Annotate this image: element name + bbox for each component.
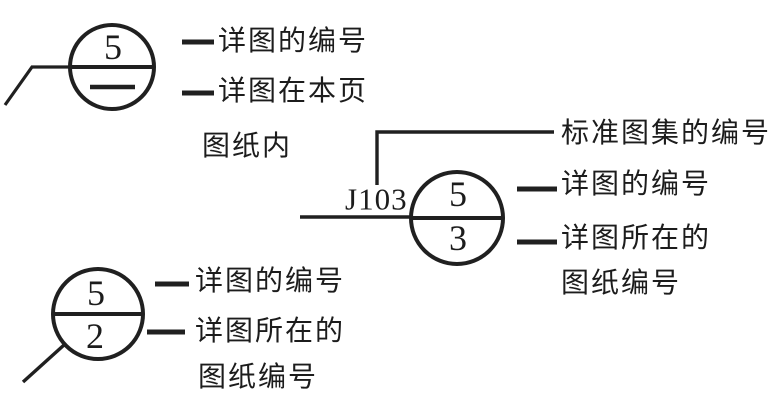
atlas-code-label: 标准图集的编号 xyxy=(561,118,772,149)
same-sheet-location-label-line2: 图纸内 xyxy=(202,131,293,162)
other-sheet-sheet-label-line1: 详图所在的 xyxy=(195,316,346,347)
standard-atlas-code: J103 xyxy=(345,181,408,217)
same-sheet-location-label-line1: 详图在本页 xyxy=(218,76,369,107)
same-sheet-detail-number-label: 详图的编号 xyxy=(218,26,369,57)
atlas-sheet-label-line1: 详图所在的 xyxy=(561,223,712,254)
atlas-sheet-label-line2: 图纸编号 xyxy=(561,268,682,299)
other-sheet-sheet-number: 2 xyxy=(86,316,104,356)
same-sheet-leader-line xyxy=(3,65,70,106)
other-sheet-detail-number: 5 xyxy=(87,273,105,313)
standard-atlas-symbol xyxy=(300,130,557,266)
same-sheet-detail-number: 5 xyxy=(104,27,122,67)
other-sheet-symbol xyxy=(21,267,189,384)
same-sheet-symbol xyxy=(3,23,214,111)
other-sheet-sheet-label-line2: 图纸编号 xyxy=(198,362,319,393)
other-sheet-leader-line xyxy=(21,343,66,384)
atlas-code-pointer-line xyxy=(375,130,554,185)
standard-atlas-detail-number: 5 xyxy=(449,174,467,214)
atlas-detail-number-label: 详图的编号 xyxy=(561,169,712,200)
other-sheet-detail-number-label: 详图的编号 xyxy=(195,266,346,297)
standard-atlas-sheet-number: 3 xyxy=(449,218,467,258)
